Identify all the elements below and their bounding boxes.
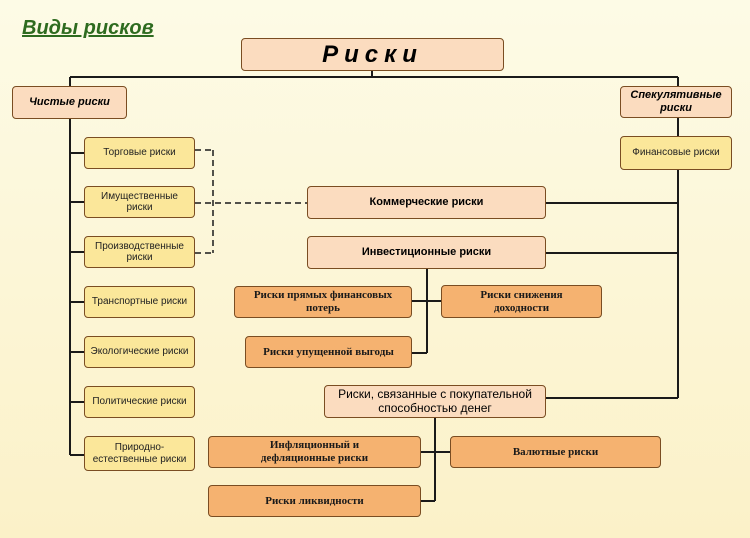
commercial-risks-node: Коммерческие риски (307, 186, 546, 219)
pure-item-political: Политические риски (84, 386, 195, 418)
investment-risks-node: Инвестиционные риски (307, 236, 546, 269)
pure-item-trade: Торговые риски (84, 137, 195, 169)
pure-item-property: Имущественные риски (84, 186, 195, 218)
pure-item-natural: Природно-естественные риски (84, 436, 195, 471)
pure-item-ecological: Экологические риски (84, 336, 195, 368)
yield-decrease-node: Риски снижения доходности (441, 285, 602, 318)
pure-risks-node: Чистые риски (12, 86, 127, 119)
currency-risks-node: Валютные риски (450, 436, 661, 468)
purchasing-power-node: Риски, связанные с покупательной способн… (324, 385, 546, 418)
liquidity-risks-node: Риски ликвидности (208, 485, 421, 517)
pure-item-transport: Транспортные риски (84, 286, 195, 318)
lost-profit-node: Риски упущенной выгоды (245, 336, 412, 368)
direct-losses-node: Риски прямых финансовых потерь (234, 286, 412, 318)
pure-item-production: Производственные риски (84, 236, 195, 268)
inflation-risks-node: Инфляционный и дефляционные риски (208, 436, 421, 468)
page-title: Виды рисков (22, 17, 154, 39)
speculative-risks-node: Спекулятивные риски (620, 86, 732, 118)
root-node: Риски (241, 38, 504, 71)
financial-risks-node: Финансовые риски (620, 136, 732, 170)
